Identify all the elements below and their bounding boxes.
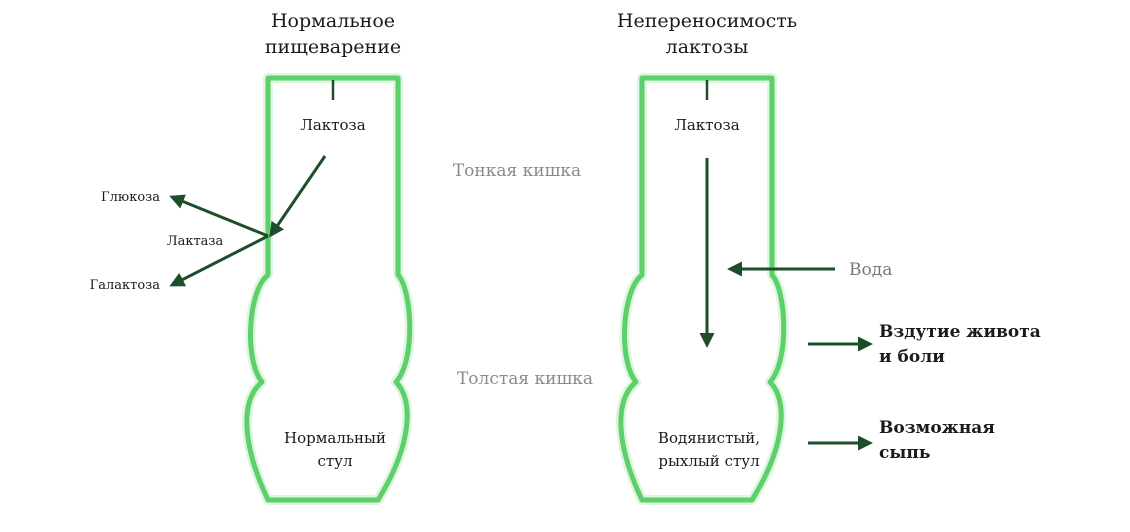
lactase-label: Лактаза (167, 234, 224, 249)
normal-stool-line2: стул (317, 452, 352, 470)
intolerance-stool-line1: Водянистый, (658, 429, 760, 447)
normal-title-line2: пищеварение (265, 36, 401, 58)
galactose-arrow (169, 234, 269, 287)
galactose-label: Галактоза (90, 278, 161, 293)
water-label: Вода (849, 260, 892, 280)
glucose-label: Глюкоза (101, 190, 160, 205)
intolerance-stool-line2: рыхлый стул (658, 452, 759, 470)
rash-line1: Возможная (879, 418, 995, 438)
normal-stool-line1: Нормальный (284, 429, 386, 447)
small-intestine-label: Тонкая кишка (453, 161, 581, 181)
intolerance-lactose-label: Лактоза (674, 116, 739, 134)
normal-digestion-tube (241, 73, 415, 505)
rash-line2: сыпь (879, 443, 930, 463)
bloating-line2: и боли (879, 347, 945, 367)
lactose-to-lactase-arrow (269, 155, 327, 238)
normal-title-line1: Нормальное (271, 10, 395, 32)
normal-lactose-label: Лактоза (300, 116, 365, 134)
bloating-line1: Вздутие живота (879, 322, 1041, 342)
intolerance-title-line2: лактозы (666, 36, 749, 58)
intolerance-tube (615, 73, 789, 505)
intolerance-title-line1: Непереносимость (617, 10, 797, 32)
glucose-arrow (169, 194, 269, 238)
large-intestine-label: Толстая кишка (457, 369, 593, 389)
